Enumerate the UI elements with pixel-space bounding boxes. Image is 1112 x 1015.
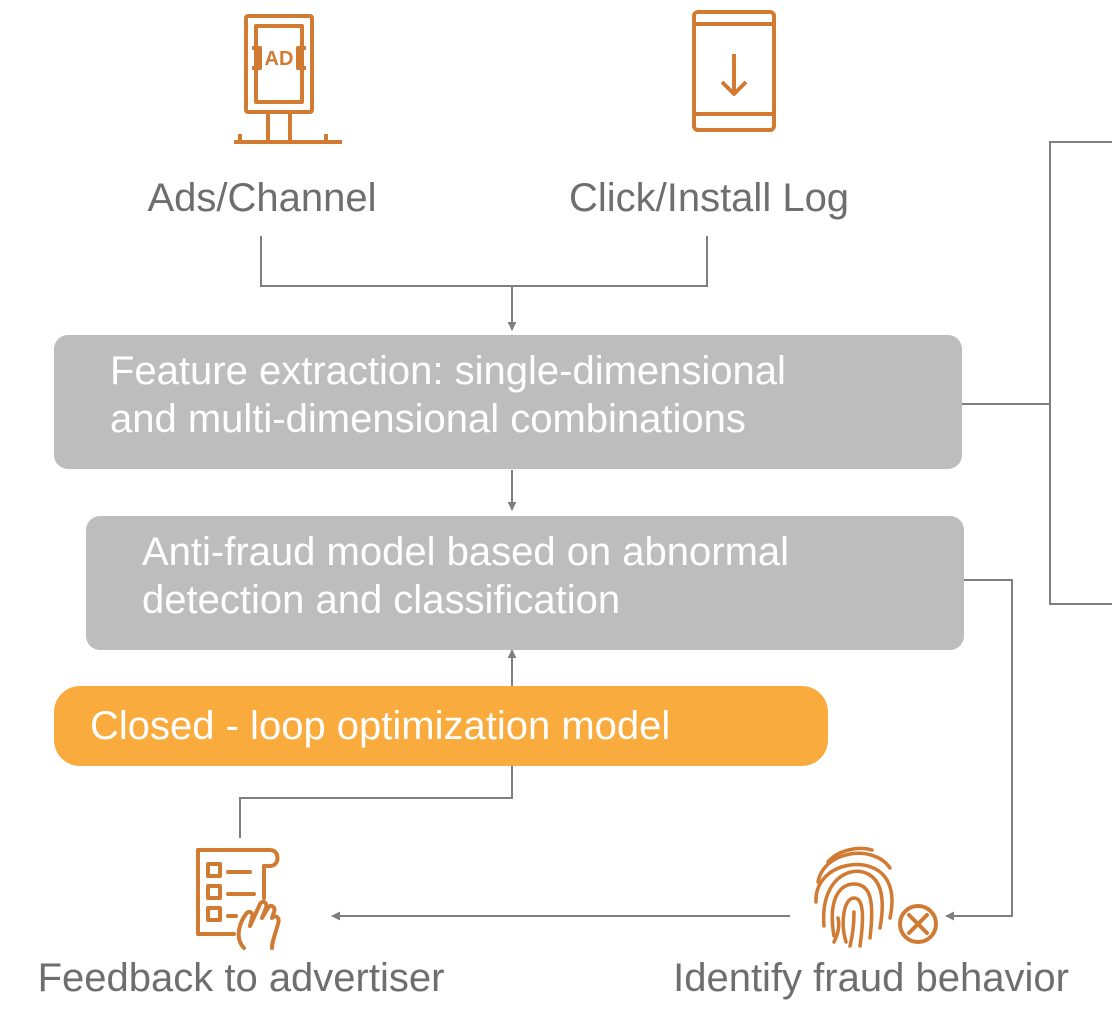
feature-extraction-box: Feature extraction: single-dimensional a… xyxy=(54,335,962,469)
ad-billboard-icon: AD xyxy=(234,14,342,144)
anti-fraud-model-line1: Anti-fraud model based on abnormal xyxy=(142,530,790,574)
connector-right-bracket xyxy=(962,141,1112,605)
anti-fraud-model-box: Anti-fraud model based on abnormal detec… xyxy=(86,516,964,650)
connector-feedback-to-loop xyxy=(239,765,513,838)
closed-loop-optimization-pill: Closed - loop optimization model xyxy=(54,686,828,766)
fingerprint-reject-icon xyxy=(814,846,938,948)
checklist-document-icon xyxy=(196,848,281,950)
closed-loop-label: Closed - loop optimization model xyxy=(90,704,671,748)
anti-fraud-model-line2: detection and classification xyxy=(142,578,621,622)
svg-text:AD: AD xyxy=(265,48,294,70)
connector-ads-to-merge xyxy=(260,236,708,287)
click-install-log-label: Click/Install Log xyxy=(568,176,850,220)
ads-channel-label: Ads/Channel xyxy=(147,176,377,220)
feature-extraction-line1: Feature extraction: single-dimensional xyxy=(110,349,786,393)
phone-download-icon xyxy=(692,10,776,132)
arrow-to-identify-fraud xyxy=(945,579,1013,921)
identify-fraud-behavior-label: Identify fraud behavior xyxy=(673,956,1069,1000)
feedback-to-advertiser-label: Feedback to advertiser xyxy=(37,956,445,1000)
feature-extraction-line2: and multi-dimensional combinations xyxy=(110,397,746,441)
